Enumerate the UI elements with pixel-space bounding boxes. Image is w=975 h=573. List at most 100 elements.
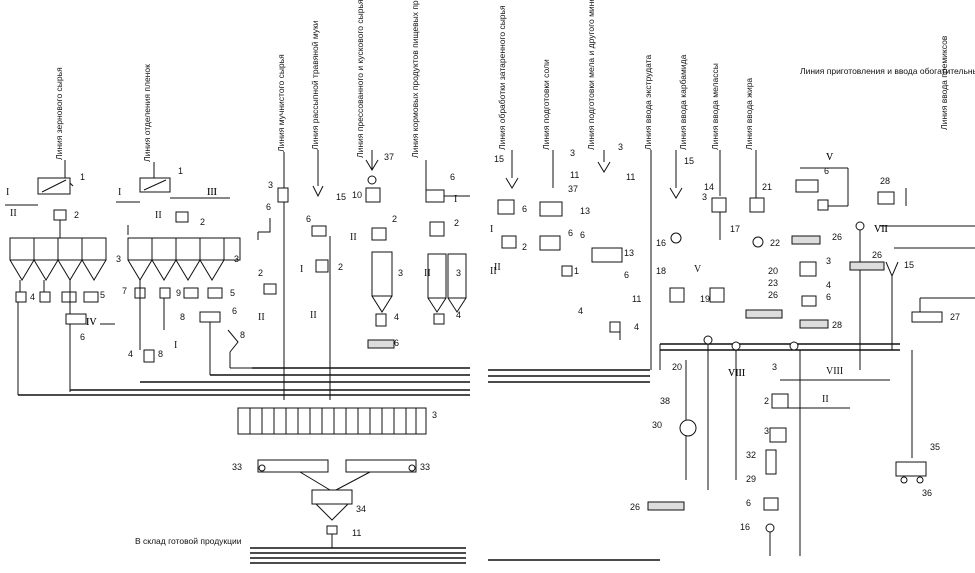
svg-text:11: 11 — [570, 170, 579, 180]
svg-text:II: II — [258, 312, 265, 323]
svg-text:4: 4 — [394, 312, 399, 322]
svg-text:3: 3 — [432, 410, 437, 420]
svg-text:4: 4 — [634, 322, 639, 332]
svg-text:3: 3 — [702, 192, 707, 202]
title-feed: Линия кормовых продуктов пищевых произво… — [410, 0, 420, 158]
svg-text:6: 6 — [826, 292, 831, 302]
title-dirty: Линия обработки затаренного сырья — [497, 5, 507, 150]
svg-text:1: 1 — [178, 166, 183, 176]
svg-text:6: 6 — [824, 166, 829, 176]
svg-text:2: 2 — [454, 218, 459, 228]
svg-text:2: 2 — [200, 217, 205, 227]
svg-text:6: 6 — [80, 332, 85, 342]
title-mix: Линия приготовления и ввода обогатительн… — [800, 66, 975, 76]
svg-text:II: II — [10, 208, 17, 219]
svg-text:II: II — [310, 310, 317, 321]
svg-text:26: 26 — [872, 250, 882, 260]
svg-text:II: II — [494, 262, 501, 273]
svg-text:26: 26 — [630, 502, 640, 512]
svg-text:30: 30 — [652, 420, 662, 430]
title-fat: Линия ввода жира — [744, 78, 754, 150]
svg-text:VII: VII — [874, 224, 888, 235]
svg-text:10: 10 — [352, 190, 362, 200]
svg-text:14: 14 — [704, 182, 714, 192]
svg-text:I: I — [118, 187, 121, 198]
bunker-dividers — [249, 408, 417, 434]
svg-text:15: 15 — [904, 260, 914, 270]
svg-text:VIII: VIII — [728, 368, 745, 379]
svg-text:VII: VII — [874, 224, 888, 235]
svg-text:37: 37 — [568, 184, 578, 194]
svg-text:IV: IV — [86, 317, 97, 328]
svg-text:16: 16 — [740, 522, 750, 532]
svg-text:20: 20 — [768, 266, 778, 276]
svg-text:3: 3 — [570, 148, 575, 158]
title-molasses: Линия ввода мелассы — [710, 63, 720, 150]
svg-text:3: 3 — [398, 268, 403, 278]
svg-text:II: II — [424, 268, 431, 279]
line-titles: Линия зернового сырья Линия отделения пл… — [54, 0, 975, 162]
svg-text:3: 3 — [268, 180, 273, 190]
svg-text:7: 7 — [122, 286, 127, 296]
svg-text:8: 8 — [158, 349, 163, 359]
title-film: Линия отделения пленок — [142, 64, 152, 162]
svg-text:I: I — [6, 187, 9, 198]
svg-text:26: 26 — [768, 290, 778, 300]
svg-text:35: 35 — [930, 442, 940, 452]
title-grass: Линия рассыпной травяной муки — [310, 20, 320, 150]
title-pressed: Линия прессованного и кускового сырья — [355, 0, 365, 158]
svg-text:16: 16 — [656, 238, 666, 248]
svg-text:5: 5 — [100, 290, 105, 300]
svg-text:8: 8 — [180, 312, 185, 322]
title-grain: Линия зернового сырья — [54, 67, 64, 160]
svg-text:I: I — [454, 194, 457, 205]
svg-text:4: 4 — [826, 280, 831, 290]
svg-text:22: 22 — [770, 238, 780, 248]
svg-text:6: 6 — [624, 270, 629, 280]
svg-text:6: 6 — [568, 228, 573, 238]
svg-text:23: 23 — [768, 278, 778, 288]
right-section: 15 6 2 II 3 11 37 6 1 4 3 11 13 6 13 6 1… — [488, 142, 975, 561]
svg-text:6: 6 — [394, 338, 399, 348]
svg-text:29: 29 — [746, 474, 756, 484]
svg-text:27: 27 — [950, 312, 960, 322]
svg-text:II: II — [822, 394, 829, 405]
svg-text:4: 4 — [456, 310, 461, 320]
svg-text:II: II — [490, 266, 497, 277]
warehouse-label: В склад готовой продукции — [135, 536, 242, 546]
svg-text:II: II — [350, 232, 357, 243]
title-extrudate: Линия ввода экструдата — [643, 55, 653, 150]
title-salt: Линия подготовки соли — [541, 59, 551, 150]
svg-text:6: 6 — [450, 172, 455, 182]
svg-text:33: 33 — [232, 462, 242, 472]
svg-text:4: 4 — [128, 349, 133, 359]
svg-text:15: 15 — [336, 192, 346, 202]
svg-text:IV: IV — [86, 317, 97, 328]
svg-text:18: 18 — [656, 266, 666, 276]
svg-text:2: 2 — [74, 210, 79, 220]
svg-text:13: 13 — [580, 206, 590, 216]
svg-text:III: III — [207, 187, 217, 198]
svg-text:6: 6 — [746, 498, 751, 508]
title-chalk: Линия подготовки мела и другого минераль… — [586, 0, 596, 150]
roman-legend: I II III IV V VII VIII — [86, 152, 888, 379]
svg-text:34: 34 — [356, 504, 366, 514]
svg-text:11: 11 — [352, 528, 361, 538]
svg-text:21: 21 — [762, 182, 772, 192]
svg-text:I: I — [490, 224, 493, 235]
svg-text:V: V — [694, 264, 702, 275]
svg-text:17: 17 — [730, 224, 740, 234]
svg-text:I: I — [174, 340, 177, 351]
svg-text:28: 28 — [832, 320, 842, 330]
svg-text:6: 6 — [522, 204, 527, 214]
svg-text:1: 1 — [80, 172, 85, 182]
svg-text:15: 15 — [494, 154, 504, 164]
svg-text:3: 3 — [116, 254, 121, 264]
title-carbamide: Линия ввода карбамида — [678, 54, 688, 150]
svg-text:4: 4 — [30, 292, 35, 302]
svg-text:33: 33 — [420, 462, 430, 472]
svg-text:6: 6 — [306, 214, 311, 224]
left-section: 1 I II 2 3 4 5 6 IV 1 I III II 2 — [5, 150, 470, 564]
svg-text:36: 36 — [922, 488, 932, 498]
